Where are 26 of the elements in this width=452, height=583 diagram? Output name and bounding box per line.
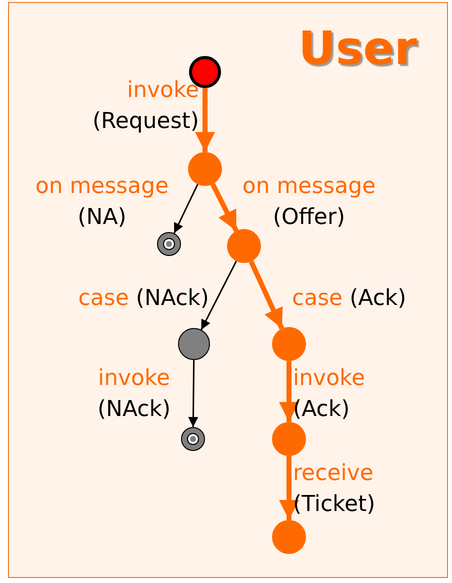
arrow (195, 88, 215, 152)
end-node (181, 427, 205, 451)
swimlane-panel (8, 2, 448, 578)
end-node (157, 232, 181, 256)
arrow (200, 260, 237, 330)
edge-label: case (NAck) (77, 285, 209, 313)
arrow (188, 360, 198, 427)
edge-label: case (Ack) (292, 285, 408, 313)
arrow (279, 361, 299, 422)
arrow (174, 184, 198, 234)
arrow (279, 456, 299, 520)
state-node (272, 327, 306, 361)
state-node (227, 229, 261, 263)
edge-label: receive (Ticket) (293, 460, 376, 519)
panel-title: User (298, 21, 417, 75)
state-node (178, 328, 210, 360)
arrow (248, 260, 284, 330)
edge-label: invoke (Ack) (293, 365, 366, 424)
edge-label: invoke (Request) (91, 77, 199, 136)
state-node (272, 520, 306, 554)
state-node (188, 152, 222, 186)
state-node (272, 422, 306, 456)
edge-label: on message (Offer) (241, 173, 377, 232)
edge-label: on message (NA) (34, 173, 170, 232)
arrow (210, 183, 239, 232)
edge-label: invoke (NAck) (96, 365, 172, 424)
